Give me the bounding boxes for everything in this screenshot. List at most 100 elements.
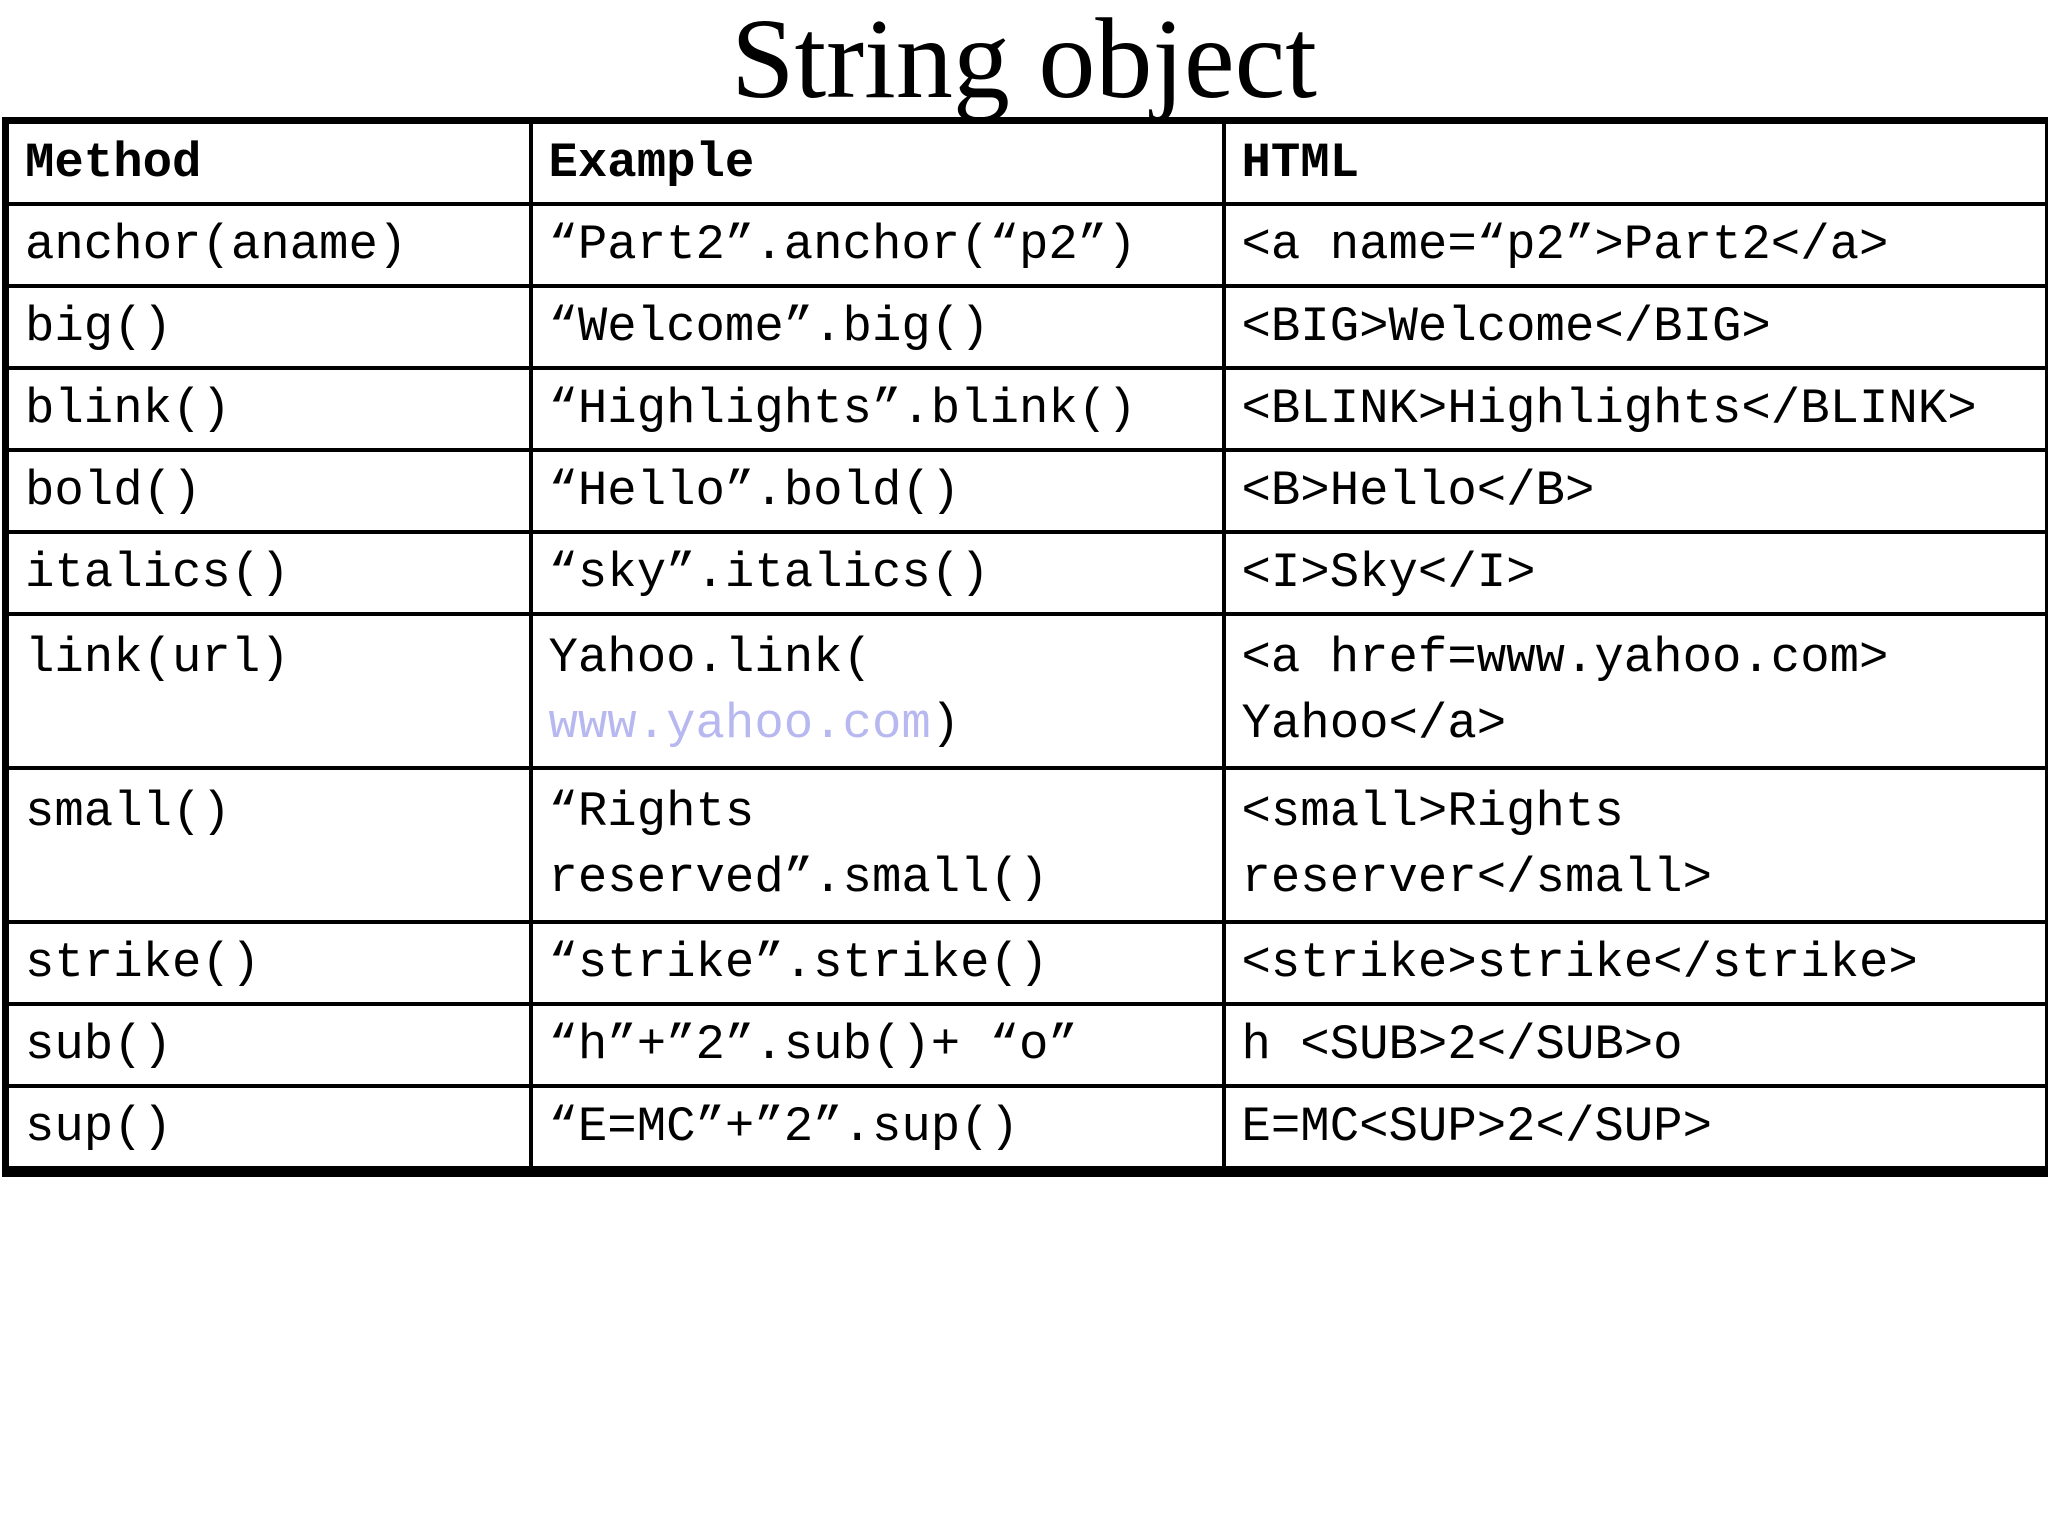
table-row: italics() “sky”.italics() <I>Sky</I> xyxy=(3,530,2048,616)
table-row: big() “Welcome”.big() <BIG>Welcome</BIG> xyxy=(3,284,2048,370)
code-text: blink() xyxy=(25,381,231,437)
method-cell: link(url) xyxy=(3,612,533,770)
code-line: “strike”.strike() xyxy=(549,930,1206,996)
code-text: <I>Sky</I> xyxy=(1241,545,1536,601)
code-text: italics() xyxy=(25,545,290,601)
example-cell: Yahoo.link(www.yahoo.com) xyxy=(528,612,1226,770)
code-text: “Highlights”.blink() xyxy=(548,381,1137,437)
table-row: bold() “Hello”.bold() <B>Hello</B> xyxy=(3,448,2048,534)
html-cell: <BIG>Welcome</BIG> xyxy=(1221,284,2048,370)
code-line: blink() xyxy=(25,376,513,442)
code-line: h <SUB>2</SUB>o xyxy=(1242,1012,2030,1078)
example-cell: “strike”.strike() xyxy=(528,920,1226,1006)
code-line: Yahoo.link( xyxy=(549,625,1206,691)
html-cell: <strike>strike</strike> xyxy=(1221,920,2048,1006)
column-header-method: Method xyxy=(3,118,533,206)
example-cell: “Hello”.bold() xyxy=(528,448,1226,534)
code-text: “E=MC”+”2”.sup() xyxy=(548,1099,1019,1155)
code-text: anchor(aname) xyxy=(25,217,408,273)
code-line: www.yahoo.com) xyxy=(549,691,1206,757)
code-text: strike() xyxy=(25,935,261,991)
code-line: italics() xyxy=(25,540,513,606)
table-row: anchor(aname) “Part2”.anchor(“p2”) <a name… xyxy=(3,202,2048,288)
code-line: <a href=www.yahoo.com> xyxy=(1242,625,2030,691)
html-cell: <a name=“p2”>Part2</a> xyxy=(1221,202,2048,288)
table-row: link(url)Yahoo.link(www.yahoo.com)<a hre… xyxy=(3,612,2048,770)
column-header-example: Example xyxy=(528,118,1226,206)
table-row: strike() “strike”.strike() <strike>strike<… xyxy=(3,920,2048,1006)
method-cell: big() xyxy=(3,284,533,370)
method-cell: sub() xyxy=(3,1002,533,1088)
table-row: sup() “E=MC”+”2”.sup() E=MC<SUP>2</SUP> xyxy=(3,1084,2048,1174)
code-text: Yahoo.link( xyxy=(548,630,872,686)
code-text: “sky”.italics() xyxy=(548,545,990,601)
code-line: anchor(aname) xyxy=(25,212,513,278)
code-line: link(url) xyxy=(25,625,513,691)
code-text: small() xyxy=(25,784,231,840)
code-text: ) xyxy=(930,696,961,752)
code-text: bold() xyxy=(25,463,202,519)
table-row: sub() “h”+”2”.sub()+ “o” h <SUB>2</SUB>o xyxy=(3,1002,2048,1088)
example-cell: “sky”.italics() xyxy=(528,530,1226,616)
code-text: “Hello”.bold() xyxy=(548,463,961,519)
code-text: <B>Hello</B> xyxy=(1241,463,1595,519)
code-text: <a name=“p2”>Part2</a> xyxy=(1241,217,1889,273)
code-line: sup() xyxy=(25,1094,513,1160)
code-text: Yahoo</a> xyxy=(1241,696,1507,752)
example-cell: “Highlights”.blink() xyxy=(528,366,1226,452)
html-cell: <B>Hello</B> xyxy=(1221,448,2048,534)
code-line: <BIG>Welcome</BIG> xyxy=(1242,294,2030,360)
code-line: sub() xyxy=(25,1012,513,1078)
code-line: <strike>strike</strike> xyxy=(1242,930,2030,996)
code-line: “Welcome”.big() xyxy=(549,294,1206,360)
html-cell: <a href=www.yahoo.com> Yahoo</a> xyxy=(1221,612,2048,770)
code-text: sub() xyxy=(25,1017,173,1073)
example-cell: “Welcome”.big() xyxy=(528,284,1226,370)
code-line: “Highlights”.blink() xyxy=(549,376,1206,442)
code-text: “h”+”2”.sub()+ “o” xyxy=(548,1017,1078,1073)
code-line: <BLINK>Highlights</BLINK> xyxy=(1242,376,2030,442)
method-cell: bold() xyxy=(3,448,533,534)
example-cell: “E=MC”+”2”.sup() xyxy=(528,1084,1226,1174)
page-title: String object xyxy=(731,0,1317,122)
code-line: <B>Hello</B> xyxy=(1242,458,2030,524)
code-line: E=MC<SUP>2</SUP> xyxy=(1242,1094,2030,1160)
code-line: <small>Rights xyxy=(1242,779,2030,845)
table-row: blink() “Highlights”.blink() <BLINK>Highli… xyxy=(3,366,2048,452)
code-line: reserver</small> xyxy=(1242,845,2030,911)
code-text: “strike”.strike() xyxy=(548,935,1049,991)
code-line: <I>Sky</I> xyxy=(1242,540,2030,606)
method-cell: strike() xyxy=(3,920,533,1006)
code-text: h <SUB>2</SUB>o xyxy=(1241,1017,1683,1073)
code-text: big() xyxy=(25,299,173,355)
code-line: reserved”.small() xyxy=(549,845,1206,911)
code-line: <a name=“p2”>Part2</a> xyxy=(1242,212,2030,278)
code-line: “h”+”2”.sub()+ “o” xyxy=(549,1012,1206,1078)
code-text: sup() xyxy=(25,1099,173,1155)
code-line: strike() xyxy=(25,930,513,996)
code-line: “Rights xyxy=(549,779,1206,845)
example-cell: “Part2”.anchor(“p2”) xyxy=(528,202,1226,288)
code-text: <a href=www.yahoo.com> xyxy=(1241,630,1889,686)
method-cell: anchor(aname) xyxy=(3,202,533,288)
code-text: link(url) xyxy=(25,630,290,686)
method-cell: blink() xyxy=(3,366,533,452)
table-header-row: Method Example HTML xyxy=(3,118,2048,206)
method-cell: small() xyxy=(3,766,533,924)
string-methods-table: Method Example HTML anchor(aname) “Part2”… xyxy=(2,117,2048,1177)
html-cell: h <SUB>2</SUB>o xyxy=(1221,1002,2048,1088)
html-cell: <BLINK>Highlights</BLINK> xyxy=(1221,366,2048,452)
code-text: “Welcome”.big() xyxy=(548,299,990,355)
code-text: E=MC<SUP>2</SUP> xyxy=(1241,1099,1712,1155)
method-cell: sup() xyxy=(3,1084,533,1174)
example-cell: “h”+”2”.sub()+ “o” xyxy=(528,1002,1226,1088)
code-text: “Part2”.anchor(“p2”) xyxy=(548,217,1137,273)
method-cell: italics() xyxy=(3,530,533,616)
column-header-html: HTML xyxy=(1221,118,2048,206)
table-body: anchor(aname) “Part2”.anchor(“p2”) <a name… xyxy=(3,202,2048,1174)
code-line: Yahoo</a> xyxy=(1242,691,2030,757)
html-cell: E=MC<SUP>2</SUP> xyxy=(1221,1084,2048,1174)
code-text: reserved”.small() xyxy=(548,850,1049,906)
